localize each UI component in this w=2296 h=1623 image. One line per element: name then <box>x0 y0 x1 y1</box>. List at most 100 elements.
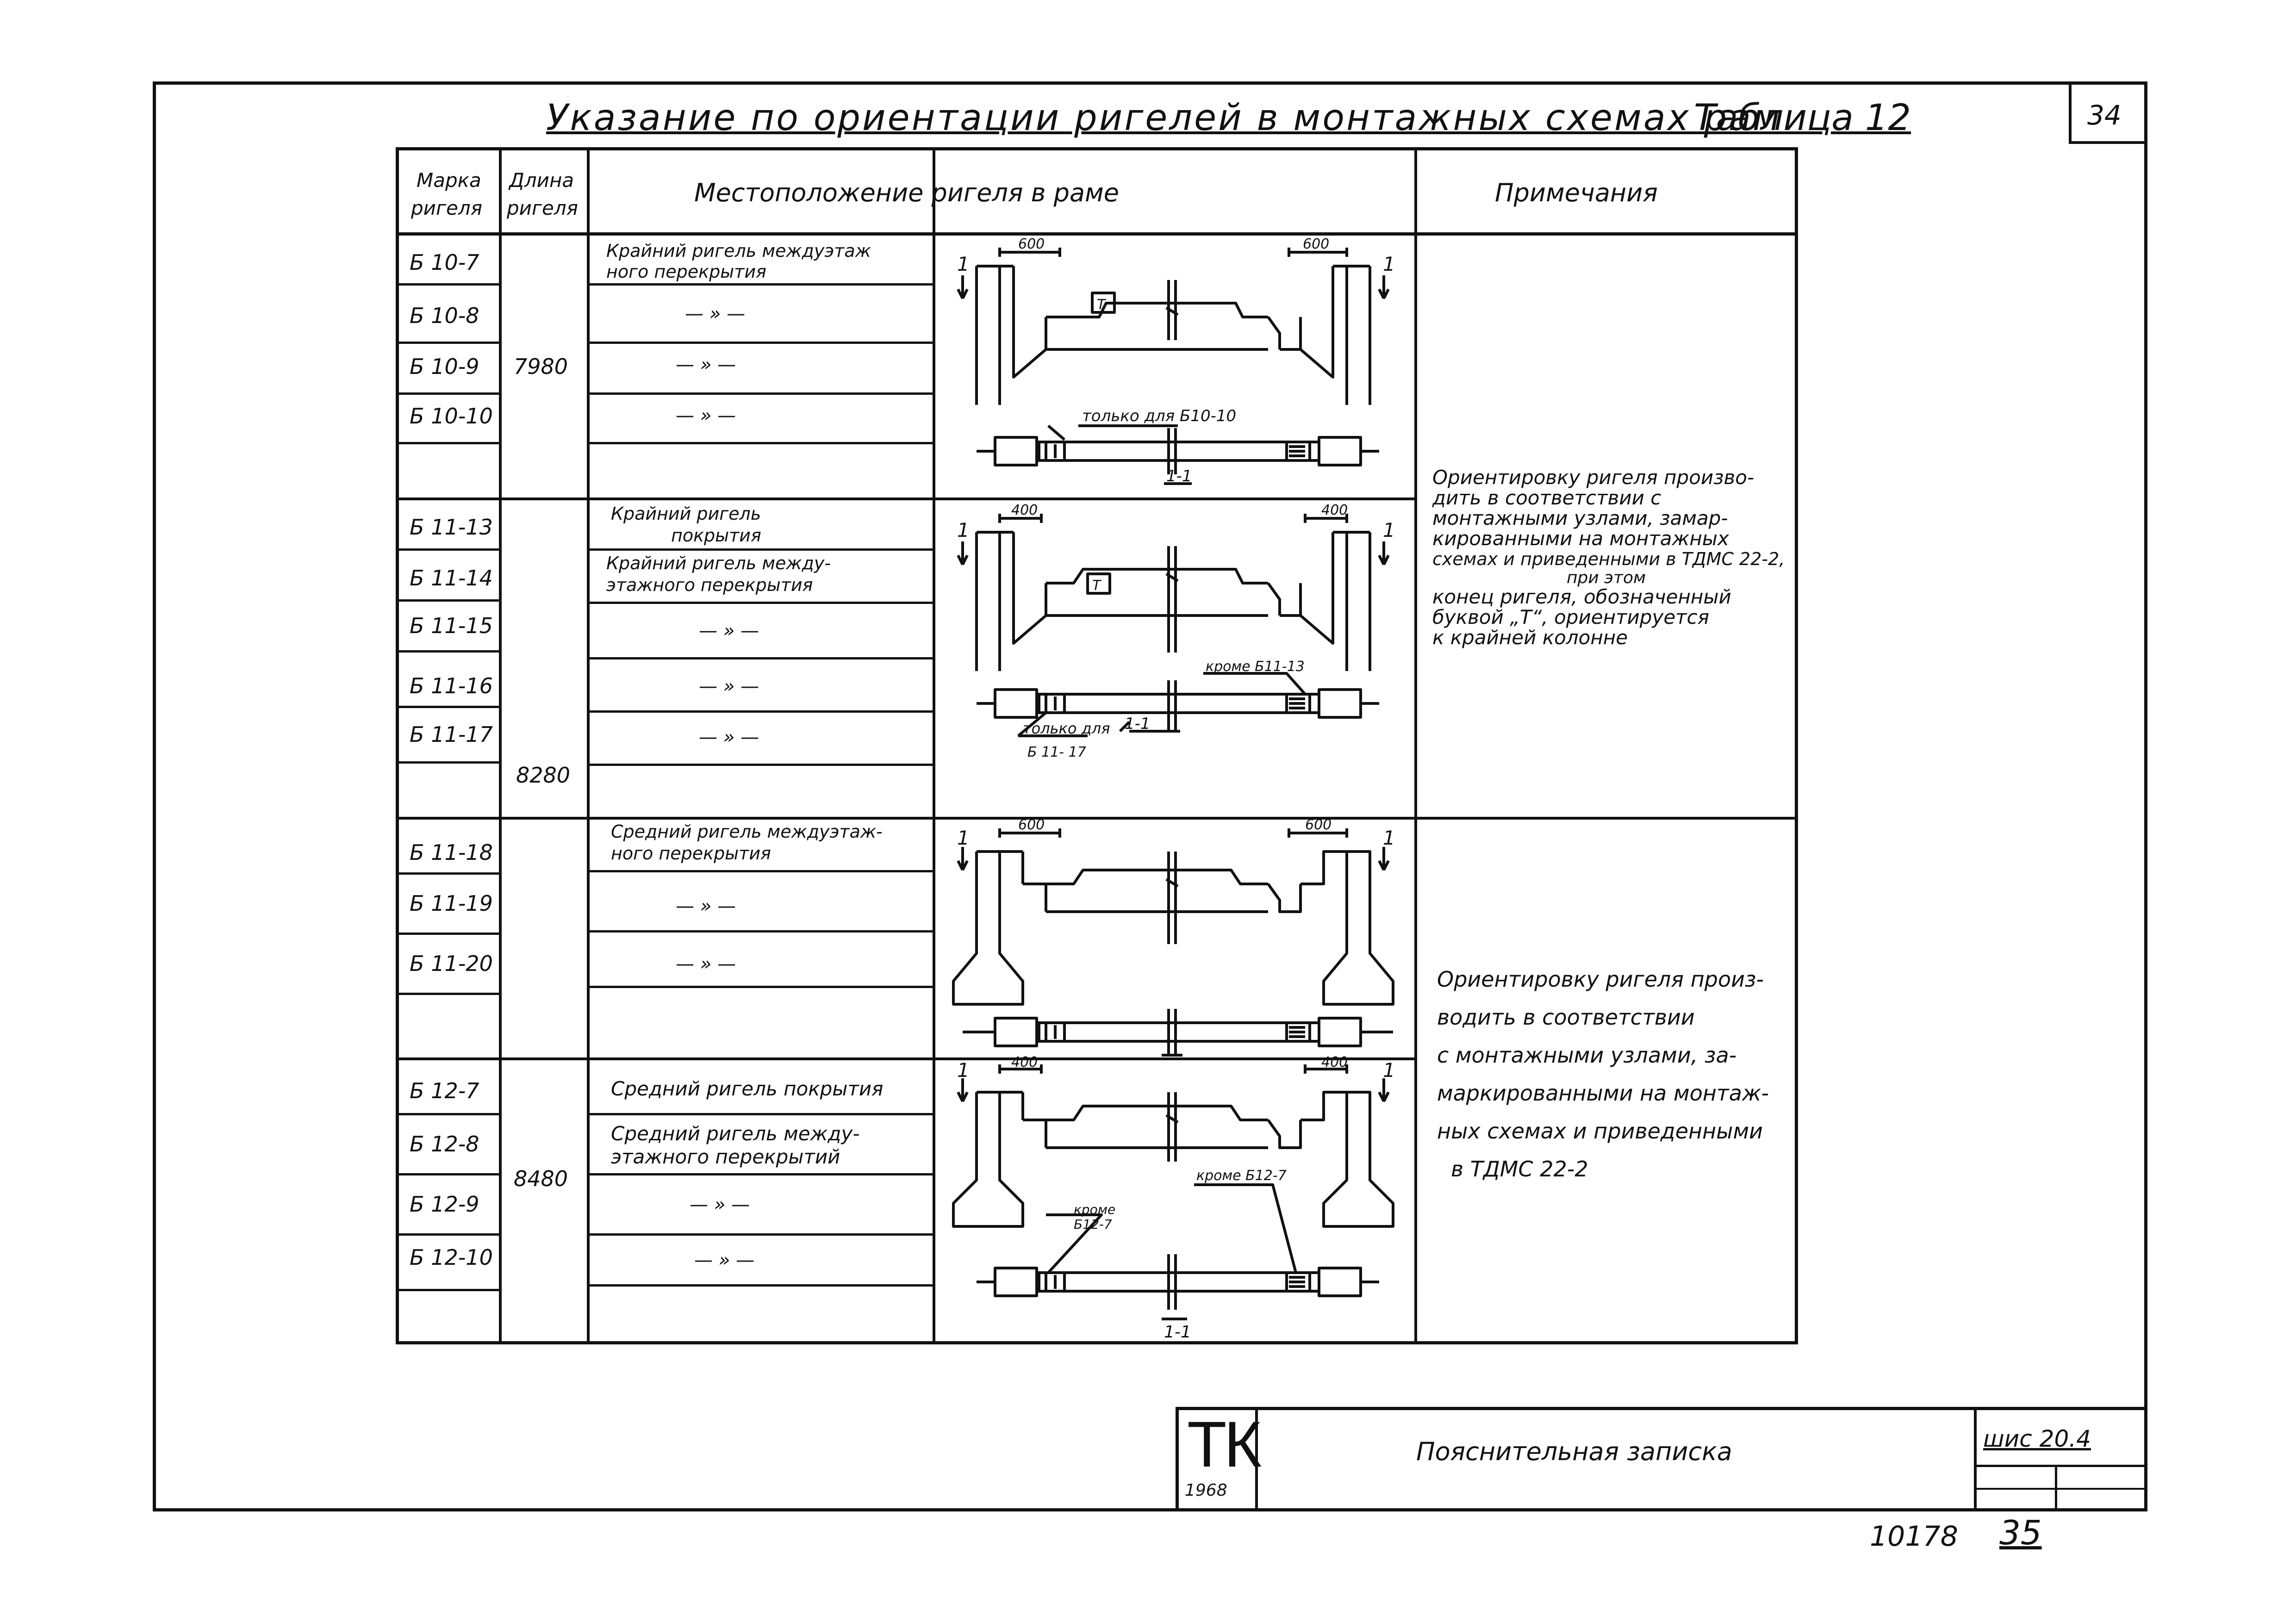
notes-block-2: Ориентировку ригеля произ- водить в соот… <box>1437 960 1769 1188</box>
col-header-length-line2: ригеля <box>507 197 578 219</box>
diagram-4-note-b: кроме <box>1074 1202 1115 1217</box>
section-mark: 1 <box>957 1059 970 1082</box>
dim-label: 600 <box>1303 236 1329 252</box>
diagram-2-note-c: Б 11- 17 <box>1027 744 1086 760</box>
location-g2b-line1: Крайний ригель между- <box>606 553 831 573</box>
location-g3-line1: Средний ригель междуэтаж- <box>611 821 883 842</box>
col-line-2 <box>587 147 590 1344</box>
row-line <box>587 710 933 713</box>
letter-t: Т <box>1092 578 1102 594</box>
frame-diagram-2 <box>957 514 1390 737</box>
notes-2-line: ных схемах и приведенными <box>1437 1119 1763 1144</box>
notes-1-line: дить в соответствии с <box>1432 486 1661 509</box>
dim-label: 400 <box>1321 1054 1348 1070</box>
location-g1-line2: ного перекрытия <box>606 261 766 282</box>
notes-2-line: в ТДМС 22-2 <box>1451 1157 1588 1181</box>
title-block-top <box>1176 1407 2147 1410</box>
section-label: 1-1 <box>1125 715 1151 733</box>
row-line <box>587 283 933 286</box>
location-g2a-line1: Крайний ригель <box>611 504 761 524</box>
mark-b12-9: Б 12-9 <box>410 1192 479 1217</box>
archive-number: 10178 <box>1870 1520 1958 1553</box>
mark-b10-9: Б 10-9 <box>410 354 479 379</box>
year: 1968 <box>1185 1481 1227 1500</box>
row-line <box>396 933 499 935</box>
document-code: шис 20.4 <box>1983 1425 2091 1452</box>
length-8480: 8480 <box>514 1166 568 1191</box>
outer-frame-right <box>2144 81 2147 1511</box>
section-label: 1-1 <box>1164 1323 1191 1342</box>
table-border-top <box>396 147 1798 150</box>
row-line <box>396 1289 499 1291</box>
section-mark: 1 <box>957 253 970 275</box>
col-header-mark-line1: Марка <box>417 169 481 192</box>
page-number-box-left <box>2069 81 2072 144</box>
notes-2-line: маркированными на монтаж- <box>1437 1081 1769 1106</box>
dim-label: 400 <box>1011 502 1038 518</box>
document-name: Пояснительная записка <box>1416 1437 1732 1466</box>
notes-1-line: к крайней колонне <box>1432 626 1628 649</box>
ditto-mark: — » — <box>676 895 736 917</box>
row-line <box>396 761 499 764</box>
outer-frame-left <box>153 81 156 1511</box>
row-line <box>396 1173 499 1175</box>
diagram-2-note-b: только для <box>1023 720 1110 737</box>
location-g4a: Средний ригель покрытия <box>611 1077 884 1100</box>
row-line <box>396 442 499 444</box>
group-line-2 <box>587 817 1798 820</box>
notes-2-line: водить в соответствии <box>1437 1005 1695 1030</box>
diagram-4-note-c: Б12-7 <box>1074 1217 1112 1232</box>
location-g4b-line1: Средний ригель между- <box>611 1122 860 1145</box>
title-block-code-divider <box>1974 1407 1977 1511</box>
mark-b11-16: Б 11-16 <box>410 673 493 698</box>
table-border-left <box>396 147 399 1344</box>
ditto-mark: — » — <box>685 303 746 324</box>
table-border-right <box>1795 147 1798 1344</box>
ditto-mark: — » — <box>694 1250 755 1271</box>
col-header-mark-line2: ригеля <box>411 197 482 219</box>
ditto-mark: — » — <box>676 354 736 375</box>
row-line <box>587 602 933 604</box>
table-label: Таблица 12 <box>1694 97 1911 139</box>
ditto-mark: — » — <box>699 727 759 748</box>
mark-b11-19: Б 11-19 <box>410 891 493 916</box>
ditto-mark: — » — <box>676 953 736 975</box>
notes-2-line: Ориентировку ригеля произ- <box>1437 967 1764 992</box>
row-line <box>396 872 499 875</box>
ditto-mark: — » — <box>690 1194 750 1215</box>
row-line <box>587 986 933 988</box>
row-line <box>396 706 499 708</box>
notes-1-line: монтажными узлами, замар- <box>1432 507 1728 529</box>
dim-label: 600 <box>1018 817 1045 833</box>
row-line <box>587 930 933 933</box>
notes-1-line: конец ригеля, обозначенный <box>1432 585 1731 608</box>
mark-b12-10: Б 12-10 <box>410 1245 493 1270</box>
page-title: Указание по ориентации ригелей в монтажн… <box>546 97 1782 139</box>
title-block-code-row <box>1974 1465 2147 1467</box>
notes-1-line: Ориентировку ригеля произво- <box>1432 466 1755 489</box>
group-line-3 <box>396 1057 1417 1060</box>
dim-label: 600 <box>1018 236 1045 252</box>
location-g4b-line2: этажного перекрытий <box>611 1145 840 1168</box>
row-line <box>587 548 933 551</box>
frame-diagrams: 600 600 Т 1 1 только для Б10-10 1-1 400 … <box>952 236 1395 1342</box>
section-mark: 1 <box>1383 1059 1395 1082</box>
row-line <box>587 342 933 344</box>
mark-b10-7: Б 10-7 <box>410 250 479 275</box>
mark-b11-13: Б 11-13 <box>410 515 493 540</box>
notes-2-line: с монтажными узлами, за- <box>1437 1043 1737 1068</box>
row-line <box>587 1173 933 1175</box>
row-line <box>396 548 499 551</box>
mark-b11-17: Б 11-17 <box>410 722 493 747</box>
row-line <box>396 993 499 995</box>
section-mark: 1 <box>1383 519 1395 541</box>
section-mark: 1 <box>1383 827 1395 849</box>
notes-1-line: схемах и приведенными в ТДМС 22-2, <box>1432 549 1785 569</box>
dim-label: 600 <box>1305 817 1332 833</box>
outer-frame-bottom <box>153 1508 2147 1511</box>
dim-label: 400 <box>1011 1054 1038 1070</box>
row-line <box>587 1233 933 1236</box>
row-line <box>396 342 499 344</box>
title-block-code-row2 <box>1974 1488 2147 1490</box>
letter-t: Т <box>1097 297 1107 313</box>
